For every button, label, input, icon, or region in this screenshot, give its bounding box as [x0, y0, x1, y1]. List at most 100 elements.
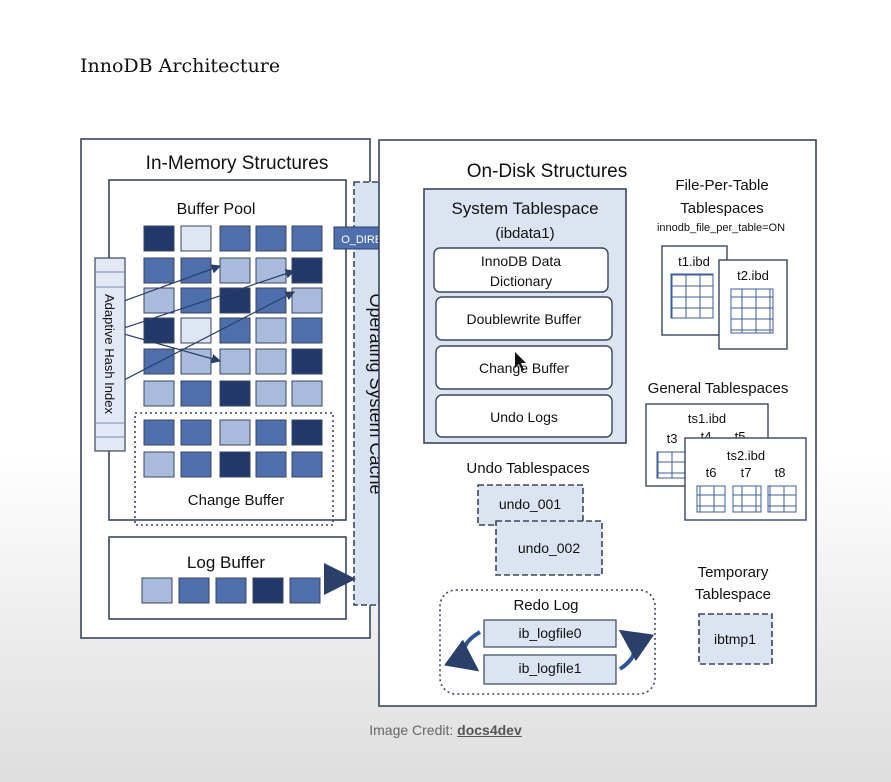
buffer-page: [180, 419, 212, 446]
file-per-table-title-line1: File-Per-Table: [675, 177, 768, 194]
system-tablespace-title: System Tablespace: [451, 199, 598, 218]
buffer-page: [143, 451, 175, 478]
ib-logfile0: [483, 619, 617, 648]
system-tablespace: System Tablespace (ibdata1) InnoDB Data …: [423, 188, 627, 444]
buffer-page: [291, 287, 323, 314]
ts1-ibd-label: ts1.ibd: [688, 411, 726, 426]
data-dictionary-line2: Dictionary: [490, 273, 552, 289]
buffer-page: [291, 257, 323, 284]
redo-log-title: Redo Log: [513, 597, 578, 614]
general-tablespaces: General Tablespaces ts1.ibd t3 t4 t5 ts2…: [645, 380, 807, 521]
buffer-page: [255, 451, 287, 478]
ibtmp1-label: ibtmp1: [714, 631, 756, 647]
log-buffer: Log Buffer: [108, 536, 347, 620]
t3-table-grid: [656, 451, 686, 479]
t8-table-grid: [767, 485, 797, 513]
buffer-page: [180, 317, 212, 344]
temporary-tablespace-line2: Tablespace: [695, 586, 771, 603]
buffer-page: [291, 225, 323, 252]
redo-log: Redo Log ib_logfile0 ib_logfile1: [439, 589, 656, 695]
t2-table-grid: [730, 288, 774, 334]
buffer-page: [219, 317, 251, 344]
file-per-table-title-line2: Tablespaces: [680, 200, 763, 217]
log-buffer-page: [178, 577, 210, 604]
log-buffer-page: [215, 577, 247, 604]
doublewrite-buffer-box: [435, 296, 613, 341]
t1-ibd-label: t1.ibd: [678, 254, 710, 269]
buffer-page: [180, 225, 212, 252]
t2-ibd-label: t2.ibd: [737, 268, 769, 283]
buffer-page: [219, 380, 251, 407]
t6-table-grid: [696, 485, 726, 513]
buffer-pool-pages: [143, 225, 323, 478]
buffer-page: [291, 419, 323, 446]
undo-tablespaces: Undo Tablespaces undo_001 undo_002: [466, 460, 603, 576]
buffer-page: [255, 225, 287, 252]
buffer-page: [255, 317, 287, 344]
image-credit: Image Credit: docs4dev: [0, 722, 891, 738]
buffer-pool: Buffer Pool Change Buffer: [108, 179, 347, 526]
in-memory-title: In-Memory Structures: [146, 153, 329, 174]
ib-logfile1-label: ib_logfile1: [518, 660, 581, 676]
undo-001-label: undo_001: [499, 496, 562, 512]
redo-cycle-right-arrow: [618, 629, 655, 671]
buffer-page: [180, 348, 212, 375]
image-credit-link[interactable]: docs4dev: [457, 722, 522, 738]
data-dictionary-line1: InnoDB Data: [481, 253, 561, 269]
redo-cycle-left-arrow: [443, 630, 482, 672]
temporary-tablespace-line1: Temporary: [698, 564, 769, 581]
buffer-page: [255, 419, 287, 446]
ts2-ibd-label: ts2.ibd: [727, 448, 765, 463]
buffer-page: [255, 380, 287, 407]
buffer-pool-title: Buffer Pool: [177, 201, 256, 218]
adaptive-hash-index: Adaptive Hash Index: [94, 257, 126, 452]
buffer-page: [180, 451, 212, 478]
buffer-page: [180, 287, 212, 314]
buffer-page: [219, 348, 251, 375]
doublewrite-buffer-label: Doublewrite Buffer: [467, 311, 582, 327]
on-disk-structures: On-Disk Structures System Tablespace (ib…: [378, 139, 817, 707]
buffer-page: [180, 380, 212, 407]
file-per-table-setting: innodb_file_per_table=ON: [657, 222, 785, 234]
log-buffer-page: [289, 577, 321, 604]
undo-002-file: [495, 520, 603, 576]
log-buffer-page: [141, 577, 173, 604]
buffer-page: [143, 317, 175, 344]
file-per-table-tablespaces: File-Per-Table Tablespaces innodb_file_p…: [657, 177, 788, 350]
data-dictionary-box: [433, 247, 609, 293]
image-credit-prefix: Image Credit:: [369, 722, 454, 738]
buffer-page: [219, 451, 251, 478]
ib-logfile1: [483, 654, 617, 685]
buffer-page: [143, 419, 175, 446]
buffer-page: [219, 225, 251, 252]
disk-change-buffer-box: [435, 345, 613, 390]
buffer-page: [255, 348, 287, 375]
memory-change-buffer-label: Change Buffer: [188, 492, 284, 509]
temporary-tablespace: Temporary Tablespace ibtmp1: [695, 564, 773, 665]
t7-table-grid: [732, 485, 762, 513]
ts2-table-t8: t8: [775, 465, 786, 480]
adaptive-hash-arrows: [123, 264, 296, 381]
disk-change-buffer-label: Change Buffer: [479, 360, 569, 376]
ts1-table-t4: t4: [701, 429, 712, 444]
buffer-page: [219, 419, 251, 446]
ts1-table-t5: t5: [735, 429, 746, 444]
buffer-page: [291, 317, 323, 344]
t1-table-grid: [670, 273, 714, 319]
undo-logs-box: [435, 394, 613, 438]
ts2-table-t6: t6: [706, 465, 717, 480]
ib-logfile0-label: ib_logfile0: [518, 625, 581, 641]
undo-tablespaces-title: Undo Tablespaces: [466, 460, 589, 477]
log-buffer-page: [252, 577, 284, 604]
buffer-page: [291, 451, 323, 478]
log-buffer-pages: [141, 577, 321, 604]
on-disk-title: On-Disk Structures: [467, 161, 627, 182]
buffer-page: [143, 380, 175, 407]
ts2-table-t7: t7: [741, 465, 752, 480]
undo-002-label: undo_002: [518, 540, 581, 556]
undo-001-file: [477, 484, 584, 526]
system-tablespace-file: (ibdata1): [495, 225, 554, 242]
ts1-table-t3: t3: [667, 431, 678, 446]
adaptive-hash-index-label: Adaptive Hash Index: [102, 294, 117, 414]
in-memory-structures: In-Memory Structures Buffer Pool Change …: [80, 138, 371, 639]
